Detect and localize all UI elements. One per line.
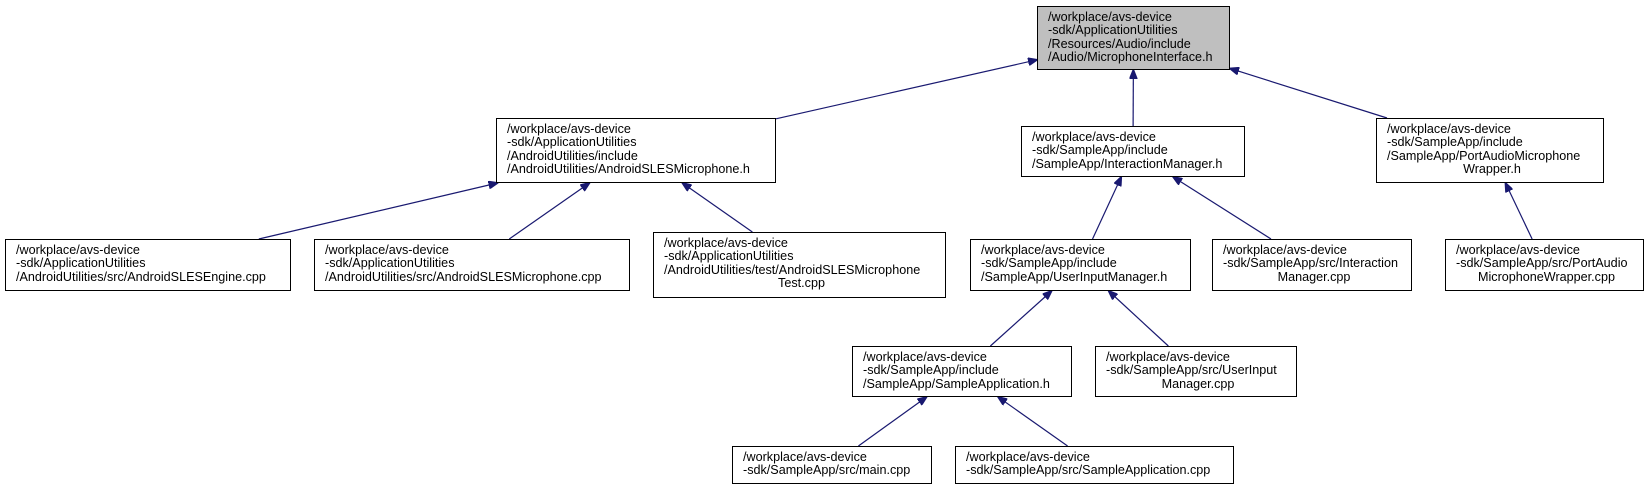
node-line: /workplace/avs-device <box>1106 350 1230 364</box>
node-line: -sdk/SampleApp/src/Interaction <box>1223 256 1398 271</box>
node-portaudio-microphone-wrapper-h[interactable]: /workplace/avs-device -sdk/SampleApp/inc… <box>1376 118 1604 183</box>
node-android-sles-microphone-h[interactable]: /workplace/avs-device -sdk/ApplicationUt… <box>496 118 776 183</box>
edge-portaudio-cpp-to-portaudio-h <box>1505 183 1533 240</box>
node-line: MicrophoneWrapper.cpp <box>1478 269 1615 284</box>
node-line: /workplace/avs-device <box>1387 122 1511 136</box>
node-microphone-interface-h[interactable]: /workplace/avs-device -sdk/ApplicationUt… <box>1037 6 1230 70</box>
node-main-cpp[interactable]: /workplace/avs-device -sdk/SampleApp/src… <box>732 446 932 484</box>
node-line: /AndroidUtilities/AndroidSLESMicrophone.… <box>507 161 750 176</box>
node-user-input-manager-cpp[interactable]: /workplace/avs-device -sdk/SampleApp/src… <box>1095 346 1297 397</box>
node-line: -sdk/ApplicationUtilities <box>16 256 146 271</box>
node-line: /SampleApp/SampleApplication.h <box>863 376 1050 391</box>
node-line: /SampleApp/InteractionManager.h <box>1032 156 1223 171</box>
node-line: /AndroidUtilities/src/AndroidSLESMicroph… <box>325 269 602 284</box>
edge-android-mic-h-to-root <box>775 60 1037 120</box>
edge-sles-mic-test-cpp-to-android-mic-h <box>682 183 753 233</box>
node-line: -sdk/ApplicationUtilities <box>507 135 637 150</box>
node-line: /SampleApp/PortAudioMicrophone <box>1387 148 1581 163</box>
node-portaudio-microphone-wrapper-cpp[interactable]: /workplace/avs-device -sdk/SampleApp/src… <box>1445 239 1644 291</box>
node-line: -sdk/ApplicationUtilities <box>664 249 794 264</box>
node-line: -sdk/ApplicationUtilities <box>325 256 455 271</box>
node-line: /Resources/Audio/include <box>1048 36 1191 51</box>
node-line: -sdk/ApplicationUtilities <box>1048 23 1178 38</box>
node-line: /workplace/avs-device <box>1032 130 1156 144</box>
edge-sample-application-h-to-user-input-manager-h <box>989 291 1051 347</box>
node-interaction-manager-h[interactable]: /workplace/avs-device -sdk/SampleApp/inc… <box>1021 126 1245 177</box>
node-android-sles-microphone-cpp[interactable]: /workplace/avs-device -sdk/ApplicationUt… <box>314 239 630 291</box>
node-line: /workplace/avs-device <box>507 122 631 136</box>
node-interaction-manager-cpp[interactable]: /workplace/avs-device -sdk/SampleApp/src… <box>1212 239 1412 291</box>
node-line: /SampleApp/UserInputManager.h <box>981 269 1168 284</box>
edge-sles-mic-cpp-to-android-mic-h <box>508 183 589 240</box>
node-sample-application-cpp[interactable]: /workplace/avs-device -sdk/SampleApp/src… <box>955 446 1234 484</box>
node-line: Wrapper.h <box>1463 161 1521 176</box>
node-android-sles-engine-cpp[interactable]: /workplace/avs-device -sdk/ApplicationUt… <box>5 239 291 291</box>
edge-user-input-manager-cpp-to-user-input-manager-h <box>1109 291 1169 347</box>
node-line: /workplace/avs-device <box>325 243 449 257</box>
edge-sample-application-cpp-to-sample-application-h <box>998 397 1068 447</box>
node-line: -sdk/SampleApp/include <box>1032 143 1168 158</box>
node-line: -sdk/SampleApp/include <box>863 363 999 378</box>
node-line: -sdk/SampleApp/src/UserInput <box>1106 363 1277 378</box>
node-android-sles-microphone-test-cpp[interactable]: /workplace/avs-device -sdk/ApplicationUt… <box>653 232 946 298</box>
node-line: /AndroidUtilities/src/AndroidSLESEngine.… <box>16 269 266 284</box>
node-line: /workplace/avs-device <box>1048 10 1172 24</box>
node-line: -sdk/SampleApp/include <box>981 256 1117 271</box>
node-line: /workplace/avs-device <box>16 243 140 257</box>
node-line: -sdk/SampleApp/src/main.cpp <box>743 463 911 478</box>
node-line: -sdk/SampleApp/src/PortAudio <box>1456 256 1628 271</box>
node-line: /AndroidUtilities/include <box>507 148 638 163</box>
node-line: Manager.cpp <box>1161 376 1235 391</box>
node-line: -sdk/SampleApp/src/SampleApplication.cpp <box>966 463 1211 478</box>
node-line: /workplace/avs-device <box>966 450 1090 464</box>
node-sample-application-h[interactable]: /workplace/avs-device -sdk/SampleApp/inc… <box>852 346 1072 397</box>
node-line: /workplace/avs-device <box>1223 243 1347 257</box>
node-line: /workplace/avs-device <box>664 236 788 250</box>
edge-sles-engine-cpp-to-android-mic-h <box>258 183 498 240</box>
node-line: Manager.cpp <box>1277 269 1351 284</box>
node-line: /Audio/MicrophoneInterface.h <box>1048 49 1213 64</box>
node-line: Test.cpp <box>778 275 825 290</box>
node-line: -sdk/SampleApp/include <box>1387 135 1523 150</box>
edge-interaction-manager-cpp-to-interaction-manager-h <box>1173 177 1272 240</box>
node-user-input-manager-h[interactable]: /workplace/avs-device -sdk/SampleApp/inc… <box>970 239 1191 291</box>
node-line: /workplace/avs-device <box>863 350 987 364</box>
node-line: /workplace/avs-device <box>1456 243 1580 257</box>
node-line: /AndroidUtilities/test/AndroidSLESMicrop… <box>664 262 921 277</box>
edge-main-cpp-to-sample-application-h <box>858 397 926 447</box>
edge-user-input-manager-h-to-interaction-manager-h <box>1091 177 1122 240</box>
edge-portaudio-h-to-root <box>1230 68 1388 119</box>
node-line: /workplace/avs-device <box>981 243 1105 257</box>
node-line: /workplace/avs-device <box>743 450 867 464</box>
